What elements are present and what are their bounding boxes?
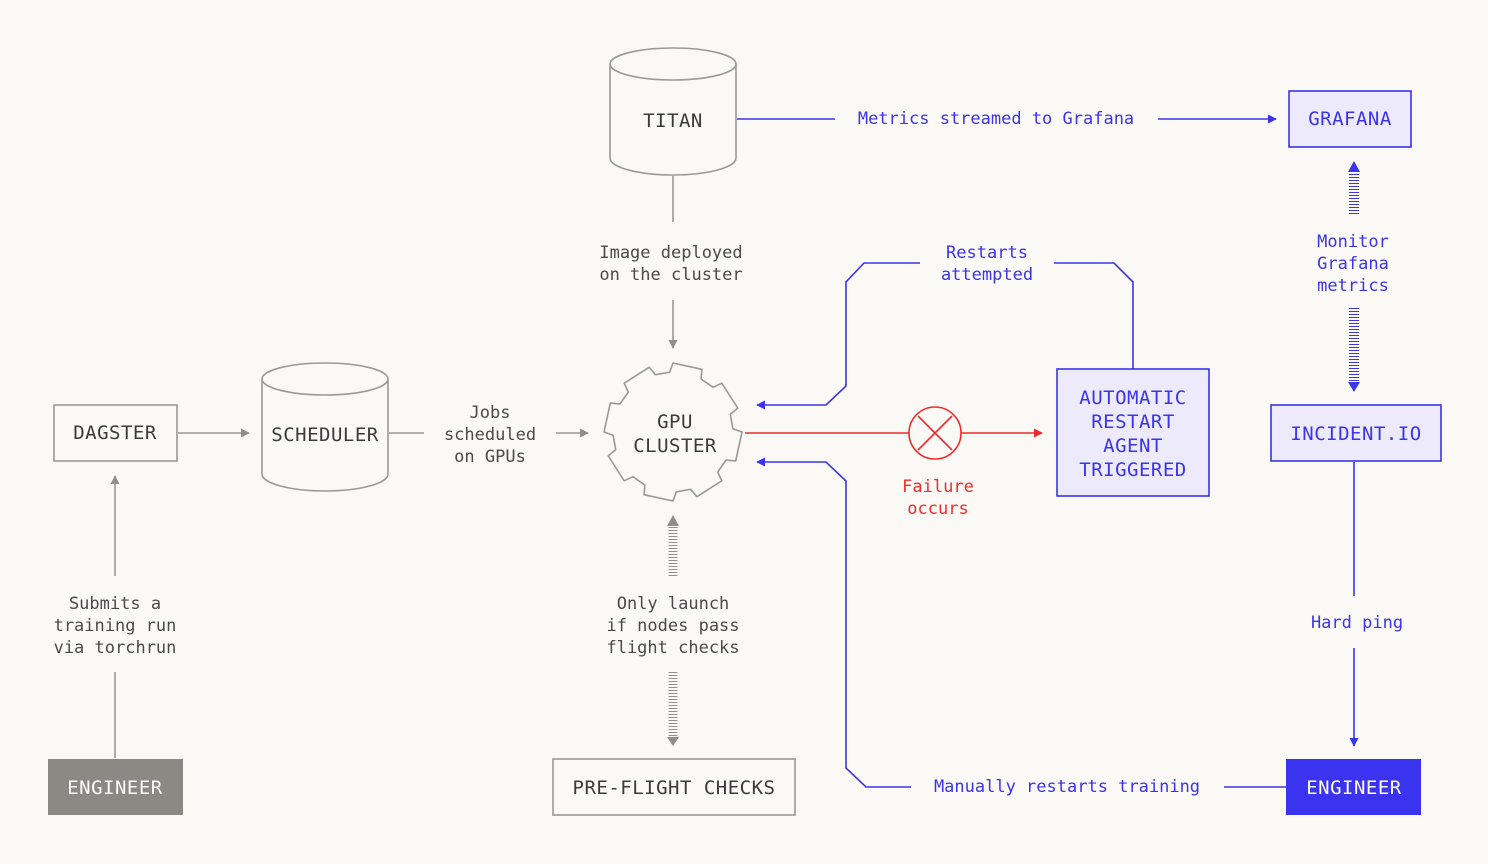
titan-cylinder-body: [609, 64, 737, 176]
incident-io-node: INCIDENT.IO: [1270, 404, 1442, 462]
preflight-checks-node: PRE-FLIGHT CHECKS: [552, 758, 796, 816]
only-launch-label-line3: flight checks: [606, 638, 739, 658]
engineer-right-node: ENGINEER: [1286, 759, 1421, 815]
jobs-scheduled-label-line3: on GPUs: [454, 447, 526, 467]
jobs-scheduled-label-line1: Jobs: [470, 403, 511, 423]
scheduler-label: SCHEDULER: [271, 424, 379, 446]
failure-x-icon: [908, 406, 962, 460]
engineer-left-label: ENGINEER: [67, 777, 163, 799]
scheduler-database-node: SCHEDULER: [261, 362, 389, 492]
restart-agent-line1: AUTOMATIC: [1079, 387, 1186, 409]
grafana-box: [1288, 90, 1412, 148]
submits-run-label-line1: Submits a: [69, 594, 161, 614]
restarts-attempted-connector-right: [1054, 262, 1134, 369]
engineer-left-node: ENGINEER: [48, 759, 183, 815]
submits-run-label-line2: training run: [54, 616, 177, 636]
preflight-to-gpu-arrowhead: [667, 515, 679, 526]
image-deployed-label-line2: on the cluster: [599, 265, 742, 285]
manual-restart-arrow: [756, 457, 911, 788]
failure-occurs-label-line2: occurs: [907, 499, 968, 519]
restart-agent-line2: RESTART: [1091, 411, 1175, 433]
jobs-scheduled-label-line2: scheduled: [444, 425, 536, 445]
gpu-cluster-label-line2: CLUSTER: [633, 435, 717, 457]
dagster-label: DAGSTER: [73, 422, 157, 444]
grafana-label: GRAFANA: [1308, 108, 1392, 130]
metrics-streamed-label: Metrics streamed to Grafana: [858, 109, 1134, 129]
engineer-right-label: ENGINEER: [1306, 777, 1402, 799]
restarts-attempted-arrow: [756, 262, 920, 410]
titan-database-node: TITAN: [609, 47, 737, 176]
monitor-grafana-label-line1: Monitor: [1317, 232, 1389, 252]
grafana-node: GRAFANA: [1288, 90, 1412, 148]
titan-label: TITAN: [643, 110, 703, 132]
incident-io-label: INCIDENT.IO: [1290, 423, 1421, 445]
gpu-cluster-label-line1: GPU: [657, 411, 693, 433]
preflight-checks-box: [552, 758, 796, 816]
scheduler-cylinder-body: [261, 379, 389, 492]
restart-agent-line3: AGENT: [1103, 435, 1163, 457]
restarts-attempted-label-line1: Restarts: [946, 243, 1028, 263]
restart-agent-line4: TRIGGERED: [1079, 459, 1186, 481]
manually-restarts-label: Manually restarts training: [934, 777, 1200, 797]
engineer-left-box: [48, 759, 183, 815]
failure-occurs-label-line1: Failure: [902, 477, 974, 497]
failure-cross-b: [917, 415, 953, 451]
titan-cylinder-top: [609, 47, 737, 81]
only-launch-label-line1: Only launch: [617, 594, 730, 614]
preflight-hatched-arrowhead: [667, 737, 679, 746]
monitor-to-grafana-arrowhead: [1348, 161, 1360, 172]
submits-run-label-line3: via torchrun: [54, 638, 177, 658]
engineer-right-box: [1286, 759, 1421, 815]
incident-io-box: [1270, 404, 1442, 462]
restart-agent-node: AUTOMATIC RESTART AGENT TRIGGERED: [1056, 368, 1210, 497]
image-deployed-label-line1: Image deployed: [599, 243, 742, 263]
dagster-node: DAGSTER: [53, 404, 178, 462]
hard-ping-label: Hard ping: [1311, 613, 1403, 633]
gpu-cluster-node: GPU CLUSTER: [603, 362, 743, 502]
monitor-to-incident-arrowhead: [1348, 382, 1360, 392]
scheduler-cylinder-top: [261, 362, 389, 396]
gpu-cluster-gear-shape: [603, 362, 743, 502]
monitor-grafana-label-line2: Grafana: [1317, 254, 1389, 274]
restart-agent-box: [1056, 368, 1210, 497]
restarts-attempted-label-line2: attempted: [941, 265, 1033, 285]
preflight-checks-label: PRE-FLIGHT CHECKS: [573, 777, 776, 799]
dagster-box: [53, 404, 178, 462]
only-launch-label-line2: if nodes pass: [606, 616, 739, 636]
monitor-grafana-label-line3: metrics: [1317, 276, 1389, 296]
